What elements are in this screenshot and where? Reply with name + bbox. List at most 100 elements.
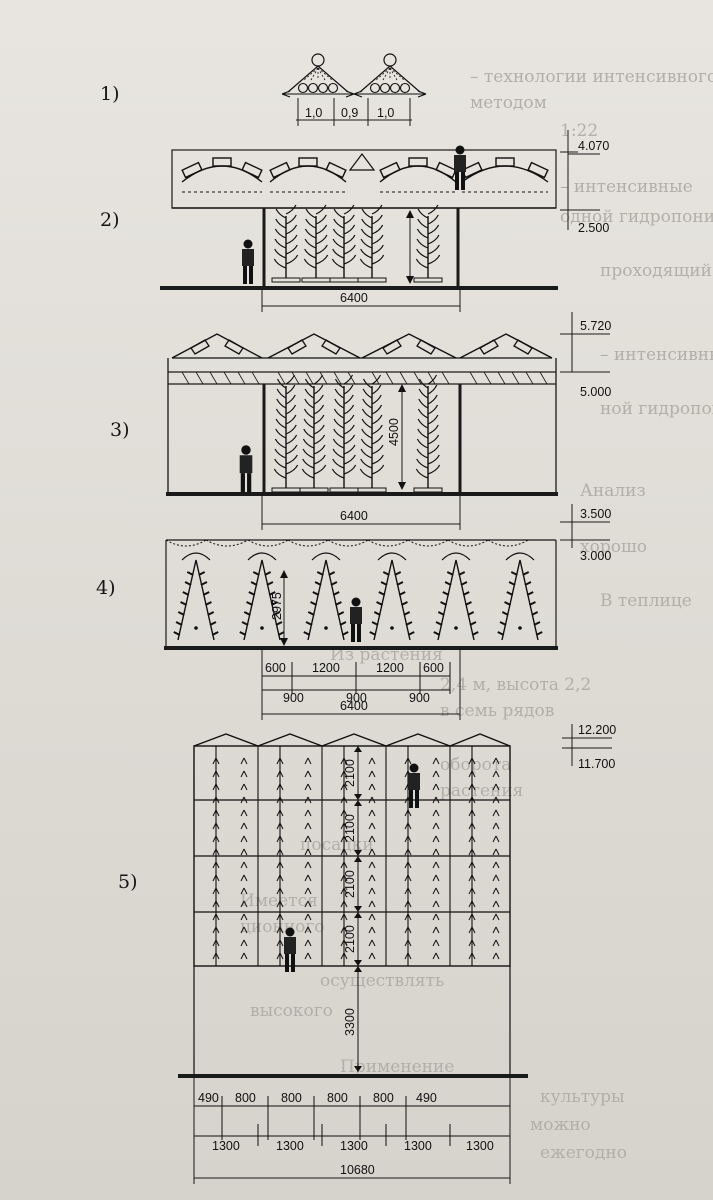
worker-figure	[408, 763, 420, 808]
plant-row	[271, 374, 443, 493]
bleed-line-25: ежегодно	[540, 1143, 627, 1163]
dim-5-elev-low: 11.700	[578, 757, 615, 771]
worker-figure	[239, 445, 253, 492]
dim-3-height: 4500	[387, 418, 401, 446]
dim-5-tier: 2100	[343, 870, 357, 898]
dim-4-elev-low: 3.000	[580, 549, 611, 563]
dim-1-2: 1,0	[377, 106, 394, 120]
dim-5-width: 10680	[340, 1163, 375, 1177]
a-frame-row	[173, 552, 543, 641]
bleed-line-13: 2,4 м, высота 2,2	[440, 675, 591, 695]
lamp-rig	[379, 157, 457, 193]
dim-4-width: 6400	[340, 699, 368, 713]
roof-row	[171, 333, 553, 385]
dim-4-bottom: 900	[409, 691, 430, 705]
variant-3: 3) 4500 6400 5.720 5.000	[110, 312, 611, 530]
bleed-line-23: культуры	[540, 1087, 625, 1107]
dim-4-top: 1200	[376, 661, 404, 675]
plant	[329, 374, 359, 493]
variant-3-label: 3)	[110, 419, 130, 441]
dim-1-0: 1,0	[305, 106, 322, 120]
roof-bay	[459, 333, 553, 385]
dim-3-elev-low: 5.000	[580, 385, 611, 399]
dim-5-tier: 2100	[343, 925, 357, 953]
plant	[357, 374, 387, 493]
plant	[413, 374, 443, 493]
worker-figure	[284, 927, 296, 972]
bleed-line-8: ной гидропоники	[600, 399, 713, 419]
bleed-line-6: проходящий	[600, 261, 712, 281]
bleed-line-17: посадки	[300, 835, 374, 855]
bleed-line-21: высокого	[250, 1001, 333, 1021]
roof-bay	[267, 333, 361, 385]
plant	[329, 204, 359, 283]
dim-5-top: 800	[281, 1091, 302, 1105]
lamp-icon	[353, 53, 427, 98]
dim-5-top: 490	[416, 1091, 437, 1105]
dim-5-bottom: 1300	[404, 1139, 432, 1153]
a-frame	[433, 552, 479, 641]
plant-row	[271, 204, 443, 283]
dim-4-top: 1200	[312, 661, 340, 675]
lamp-unit	[353, 53, 427, 98]
lamp-unit	[281, 53, 355, 98]
plant	[301, 204, 331, 283]
dim-4-top: 600	[423, 661, 444, 675]
roof-row	[193, 733, 511, 747]
dim-4-height: 2975	[270, 592, 284, 620]
bleed-line-15: оборота	[440, 755, 511, 775]
dim-5-top: 800	[373, 1091, 394, 1105]
dim-5-clearance: 3300	[343, 1008, 357, 1036]
plant	[271, 204, 301, 283]
dim-5-bottom: 1300	[340, 1139, 368, 1153]
lamp-icon	[281, 53, 355, 98]
dim-5-top: 490	[198, 1091, 219, 1105]
dim-5-elev-top: 12.200	[578, 723, 616, 737]
bleed-line-20: осуществлять	[320, 971, 444, 991]
dim-5-tier: 2100	[343, 814, 357, 842]
dim-1-1: 0,9	[341, 106, 358, 120]
bleed-line-1: – технологии интенсивного выращивания	[470, 67, 713, 87]
dim-4-top: 600	[265, 661, 286, 675]
dim-5-bottom: 1300	[466, 1139, 494, 1153]
variant-4-label: 4)	[96, 577, 116, 599]
dim-2-elev-top: 4.070	[578, 139, 609, 153]
roof-bay	[171, 333, 263, 385]
a-frame	[303, 552, 349, 641]
a-frame	[173, 552, 219, 641]
bleed-line-10: хорошо	[580, 537, 647, 557]
lamp-rig-row	[181, 153, 549, 193]
variant-2: 2) 6400 4.070 2.500	[100, 130, 609, 312]
worker-figure	[350, 597, 362, 642]
dim-5-bottom: 1300	[276, 1139, 304, 1153]
worker-figure	[242, 239, 254, 284]
dim-5-top: 800	[235, 1091, 256, 1105]
plant	[413, 204, 443, 283]
bleed-line-9: Анализ	[580, 481, 646, 501]
lamp-rig	[181, 157, 263, 193]
roof-row	[165, 539, 529, 547]
variant-5-label: 5)	[118, 871, 138, 893]
dim-3-width: 6400	[340, 509, 368, 523]
variant-1: 1) 1,0 0,9 1,0	[100, 53, 427, 126]
worker-figure	[454, 145, 466, 190]
background-text: – технологии интенсивного выращивания ме…	[240, 67, 713, 1163]
a-frame	[239, 552, 285, 641]
bleed-line-2: методом	[470, 93, 547, 113]
bleed-line-24: можно	[530, 1115, 591, 1135]
variant-2-label: 2)	[100, 209, 120, 231]
bleed-line-22: Применение	[340, 1057, 454, 1077]
dim-5-top: 800	[327, 1091, 348, 1105]
variant-1-label: 1)	[100, 83, 120, 105]
bleed-line-7: – интенсивные	[600, 345, 713, 365]
dim-5-bottom: 1300	[212, 1139, 240, 1153]
bleed-line-3: 1:22	[560, 121, 598, 141]
dim-4-elev-top: 3.500	[580, 507, 611, 521]
bleed-line-11: В теплице	[600, 591, 692, 611]
